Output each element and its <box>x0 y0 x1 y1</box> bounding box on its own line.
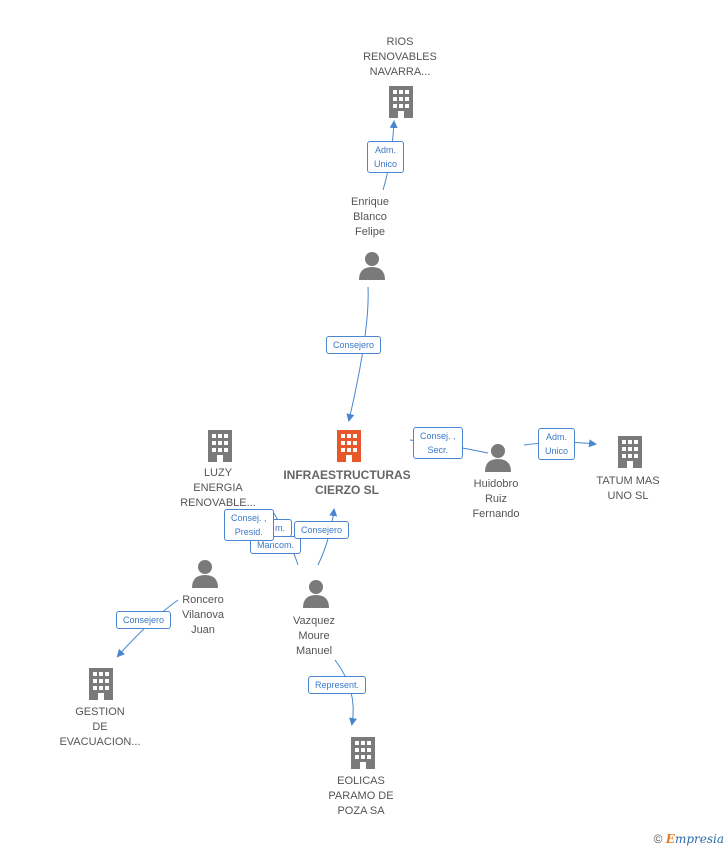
building-icon[interactable] <box>348 735 378 769</box>
building-icon[interactable] <box>205 428 235 462</box>
node-label-roncero[interactable]: Roncero Vilanova Juan <box>182 594 224 636</box>
main-company-icon[interactable] <box>334 428 364 462</box>
person-icon[interactable] <box>302 578 330 608</box>
edge-label-adm-unico-rios[interactable]: Adm. Unico <box>367 141 405 173</box>
node-label-enrique[interactable]: Enrique Blanco Felipe <box>351 196 389 238</box>
copyright-icon: © <box>653 832 663 846</box>
node-label-rios[interactable]: RIOS RENOVABLES NAVARRA... <box>363 36 437 78</box>
brand-watermark: © Empresia <box>653 832 724 846</box>
edge-label-consej-secr[interactable]: Consej. , Secr. <box>413 427 463 459</box>
building-icon[interactable] <box>615 434 645 468</box>
edge-label-represent[interactable]: Represent. <box>308 676 367 694</box>
node-label-tatum[interactable]: TATUM MAS UNO SL <box>596 475 660 502</box>
node-label-gestion[interactable]: GESTION DE EVACUACION... <box>59 706 141 748</box>
person-icon[interactable] <box>191 558 219 588</box>
edge-label-consejero-enrique[interactable]: Consejero <box>326 336 382 354</box>
node-label-eolicas[interactable]: EOLICAS PARAMO DE POZA SA <box>328 775 394 817</box>
edge-label-consej-presid[interactable]: Consej. , Presid. <box>224 509 274 541</box>
edge-label-consejero-vazquez[interactable]: Consejero <box>294 521 350 539</box>
node-label-luzy[interactable]: LUZY ENERGIA RENOVABLE... <box>180 467 256 509</box>
person-icon[interactable] <box>484 442 512 472</box>
person-icon[interactable] <box>358 250 386 280</box>
node-label-huidobro[interactable]: Huidobro Ruiz Fernando <box>472 478 520 520</box>
edge-label-adm-unico-tatum[interactable]: Adm. Unico <box>538 428 576 460</box>
edge-label-consejero-roncero[interactable]: Consejero <box>116 611 172 629</box>
node-label-vazquez[interactable]: Vazquez Moure Manuel <box>293 615 335 657</box>
building-icon[interactable] <box>386 84 416 118</box>
building-icon[interactable] <box>86 666 116 700</box>
node-label-infra[interactable]: INFRAESTRUCTURAS CIERZO SL <box>283 468 411 497</box>
